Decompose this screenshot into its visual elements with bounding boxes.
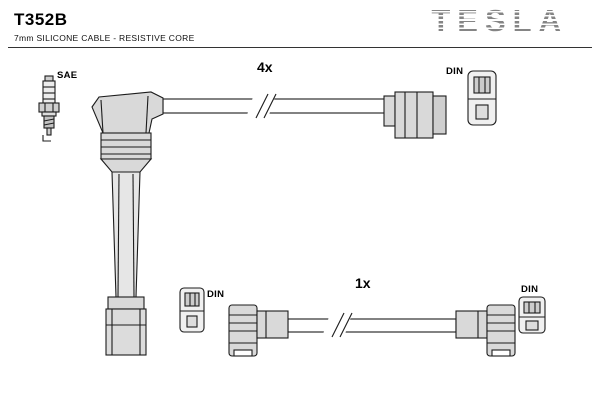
sae-end-label: SAE	[57, 70, 78, 81]
top-cable-quantity-label: 4x	[257, 59, 273, 75]
bottom-cable-right-boot	[455, 304, 516, 357]
bottom-cable	[287, 312, 457, 338]
bottom-cable-left-boot	[228, 304, 289, 357]
header-divider	[8, 47, 592, 48]
bottom-cable-quantity-label: 1x	[355, 275, 371, 291]
din-connector-icon-bottom-right	[518, 296, 546, 334]
spark-plug-icon	[38, 75, 60, 142]
top-cable-right-boot	[383, 91, 447, 139]
din-connector-icon-bottom-left	[179, 287, 205, 333]
din-end-label-bottom-left: DIN	[207, 289, 225, 300]
din-end-label-bottom-right: DIN	[521, 284, 539, 295]
din-connector-icon-top	[467, 70, 497, 126]
top-cable-left-boot	[91, 91, 164, 356]
product-code: T352B	[14, 10, 68, 29]
din-end-label-top: DIN	[446, 66, 464, 77]
brand-logo: TESLA	[431, 3, 568, 38]
top-cable	[162, 93, 387, 119]
product-subtitle: 7mm SILICONE CABLE - RESISTIVE CORE	[14, 33, 195, 43]
